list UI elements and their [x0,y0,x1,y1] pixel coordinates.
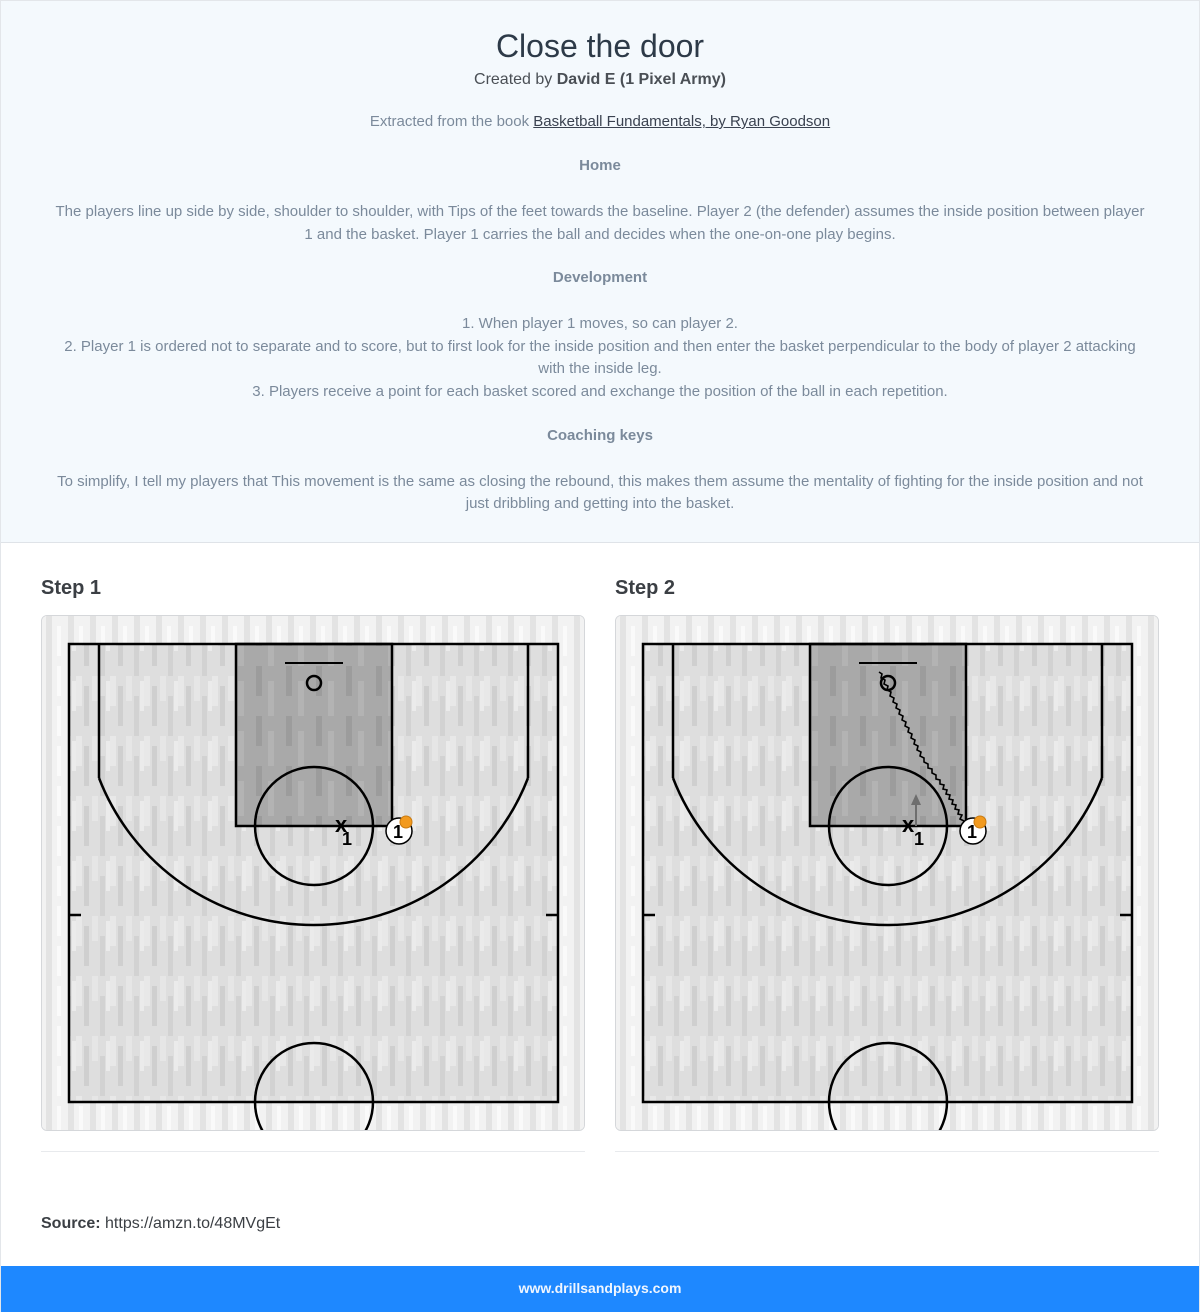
development-item: 1. When player 1 moves, so can player 2. [462,315,738,333]
court-diagram: x 1 1 [41,614,585,1131]
step-2: Step 2 [615,575,1159,1152]
svg-text:1: 1 [342,829,352,849]
svg-text:x: x [335,812,348,837]
book-credit: Extracted from the book Basketball Funda… [41,111,1159,133]
author-name: David E (1 Pixel Army) [556,71,726,88]
ball-icon [399,815,413,829]
development-item: 3. Players receive a point for each bask… [252,382,948,400]
footer-site-link[interactable]: www.drillsandplays.com [518,1279,682,1296]
offense-player-1-icon: 1 [959,815,987,845]
development-item: 2. Player 1 is ordered not to separate a… [64,337,1136,378]
defender-x1-icon: x 1 [335,812,352,849]
offense-player-1-icon: 1 [385,815,413,845]
extracted-label: Extracted from the book [369,113,530,130]
defender-move-arrow-icon [911,793,921,826]
creator-line: Created by David E (1 Pixel Army) [41,69,1159,91]
court-diagram: x 1 1 [615,614,1159,1131]
ball-icon [973,815,987,829]
divider [615,1150,1159,1152]
defender-x1-icon: x 1 [902,812,924,849]
page-title: Close the door [495,28,705,64]
court-lines [67,642,560,1130]
svg-text:1: 1 [914,829,924,849]
book-link[interactable]: Basketball Fundamentals, by Ryan Goodson [533,113,831,130]
created-by-label: Created by [474,71,553,88]
step-title: Step 2 [615,576,676,599]
court-lines [641,642,1134,1130]
drill-description: Close the door Created by David E (1 Pix… [1,1,1199,543]
svg-text:x: x [902,812,915,837]
divider [41,1150,585,1152]
steps-container: Step 1 [1,543,1199,1152]
source-url[interactable]: https://amzn.to/48MVgEt [105,1214,281,1232]
source-label: Source: [41,1214,101,1232]
section-title-development: Development [552,269,648,287]
step-title: Step 1 [41,576,102,599]
coaching-keys-paragraph: To simplify, I tell my players that This… [57,472,1143,513]
footer-bar: www.drillsandplays.com [1,1265,1199,1312]
section-title-coaching-keys: Coaching keys [547,426,653,444]
home-paragraph: The players line up side by side, should… [55,203,1145,243]
svg-text:1: 1 [967,822,977,842]
half-court-svg: x 1 1 [616,615,1158,1130]
step-1: Step 1 [41,575,585,1152]
half-court-svg: x 1 1 [42,615,584,1130]
svg-text:1: 1 [393,822,403,842]
development-list: 1. When player 1 moves, so can player 2.… [41,313,1159,403]
section-title-home: Home [579,157,621,174]
dribble-path-icon [878,671,965,822]
source-line: Source: https://amzn.to/48MVgEt [1,1152,1199,1268]
